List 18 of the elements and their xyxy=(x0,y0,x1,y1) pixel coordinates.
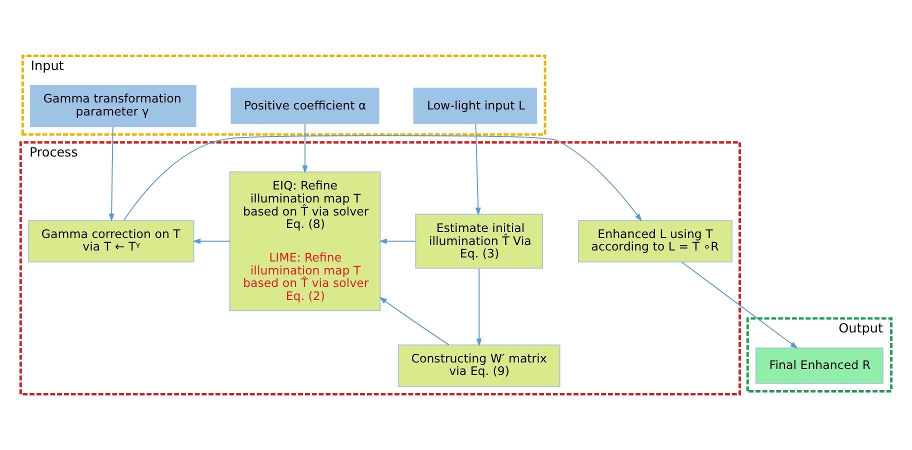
node-box: Low-light input L xyxy=(413,88,538,124)
node-box: Enhanced L using T according to L = T ∘R xyxy=(578,220,732,262)
arrow xyxy=(681,261,798,349)
arrow xyxy=(302,123,308,174)
node-box: Final Enhanced R xyxy=(756,347,884,384)
arrow xyxy=(476,268,482,346)
node-box: Gamma correction on T via T ← Tᵞ xyxy=(28,220,194,262)
node-box: EIQ: Refine illumination map T based on T̂ via solver Eq. (8) LIME: Refine illumination map T based on T̂ via solver Eq. (2) xyxy=(229,171,381,312)
arrow xyxy=(475,123,481,216)
arrow xyxy=(192,238,230,244)
arrow xyxy=(379,238,416,244)
node-box: Estimate initial illumination T̂ Via Eq. (3) xyxy=(415,214,544,269)
node-box: Positive coefficient α xyxy=(230,88,380,124)
arrow xyxy=(123,135,642,222)
arrow xyxy=(108,126,114,222)
node-box: Gamma transformation parameter γ xyxy=(30,84,196,128)
node-box: Constructing W′ matrix via Eq. (9) xyxy=(398,344,560,387)
arrow xyxy=(379,296,450,346)
